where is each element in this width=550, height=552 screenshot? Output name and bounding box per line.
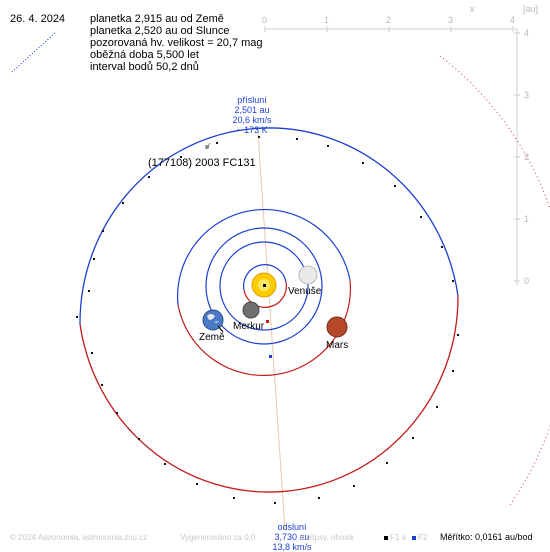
- asteroid-orbit-upper: [79, 127, 459, 325]
- mercury-orbit-lower: [243, 281, 287, 308]
- legend-f1-text: F1 a: [390, 533, 407, 542]
- mercury-perihelion-marker: [266, 320, 269, 323]
- unit-label: [au]: [523, 4, 539, 14]
- outer-orbit-arc-left: [11, 31, 57, 73]
- legend-f1: F1 a: [384, 533, 406, 542]
- earth-land: [207, 314, 219, 323]
- asteroid-orbit-points: [76, 136, 459, 504]
- mars-label: Mars: [326, 340, 349, 351]
- info-interval: interval bodů 50,2 dnů: [90, 61, 199, 73]
- aphelion-marker: [269, 355, 272, 358]
- aphelion-label: odsluní 3,730 au 13,8 km/s: [262, 522, 322, 552]
- perihelion-temp: ~ 173 K: [236, 125, 268, 135]
- right-tick-3: 3: [524, 90, 530, 100]
- info-magnitude: pozorovaná hv. velikost = 20,7 mag: [90, 37, 263, 49]
- outer-orbit-arc: [439, 55, 550, 506]
- copyright-text: © 2024 Astronomia, astronomia.zcu.cz: [10, 533, 148, 542]
- date-label: 26. 4. 2024: [10, 13, 66, 25]
- top-tick-0: 0: [262, 15, 268, 25]
- axis-ticks: [264, 26, 520, 282]
- f2-marker: [412, 536, 416, 540]
- venus-planet: [298, 265, 318, 285]
- right-tick-1: 1: [524, 214, 530, 224]
- perihelion-speed: 20,6 km/s: [232, 115, 272, 125]
- legend-text: d elipsy, ohnisk: [300, 533, 355, 542]
- x-axis-label: x: [470, 4, 475, 14]
- legend-f2-text: F2: [418, 533, 428, 542]
- mars-orbit-lower: [177, 279, 352, 377]
- asteroid-marker: [205, 145, 209, 149]
- sun-center-marker: [263, 284, 266, 287]
- scale-label: Měřítko: 0,0161 au/bod: [440, 532, 533, 542]
- perihelion-distance: 2,501 au: [234, 105, 270, 115]
- mars-planet: [326, 316, 348, 338]
- info-sun-distance: planetka 2,520 au od Slunce: [90, 25, 230, 37]
- generated-text: Vygenerováno za 0,0: [180, 533, 256, 542]
- perihelion-title: přísluní: [237, 95, 267, 105]
- top-tick-2: 2: [386, 15, 392, 25]
- f1-marker: [384, 536, 388, 540]
- mercury-label: Merkur: [233, 321, 265, 332]
- perihelion-label: přísluní 2,501 au 20,6 km/s ~ 173 K: [222, 95, 282, 135]
- info-earth-distance: planetka 2,915 au od Země: [90, 13, 224, 25]
- legend-f2: F2: [412, 533, 427, 542]
- aphelion-speed: 13,8 km/s: [272, 542, 312, 552]
- apsis-line: [257, 132, 286, 531]
- asteroid-name: (177108) 2003 FC131: [148, 157, 256, 169]
- aphelion-title: odsluní: [277, 522, 307, 532]
- info-period: oběžná doba 5,500 let: [90, 49, 199, 61]
- venus-orbit: [219, 241, 309, 331]
- mercury-planet: [242, 301, 260, 319]
- mars-orbit-upper: [176, 208, 351, 306]
- top-tick-3: 3: [448, 15, 454, 25]
- info-block: planetka 2,915 au od Země planetka 2,520…: [90, 13, 263, 73]
- earth-planet: [202, 309, 224, 331]
- mercury-orbit-upper: [243, 264, 287, 291]
- earth-pointer: [217, 325, 224, 333]
- top-tick-4: 4: [510, 15, 516, 25]
- right-tick-4: 4: [524, 28, 530, 38]
- right-tick-0: 0: [524, 276, 530, 286]
- asteroid-orbit-lower: [79, 295, 459, 493]
- top-tick-1: 1: [324, 15, 330, 25]
- venus-label: Venuše: [288, 286, 322, 297]
- right-tick-2: 2: [524, 152, 530, 162]
- aphelion-distance: 3,730 au: [274, 532, 310, 542]
- earth-label: Země: [199, 332, 225, 343]
- earth-orbit: [205, 227, 323, 345]
